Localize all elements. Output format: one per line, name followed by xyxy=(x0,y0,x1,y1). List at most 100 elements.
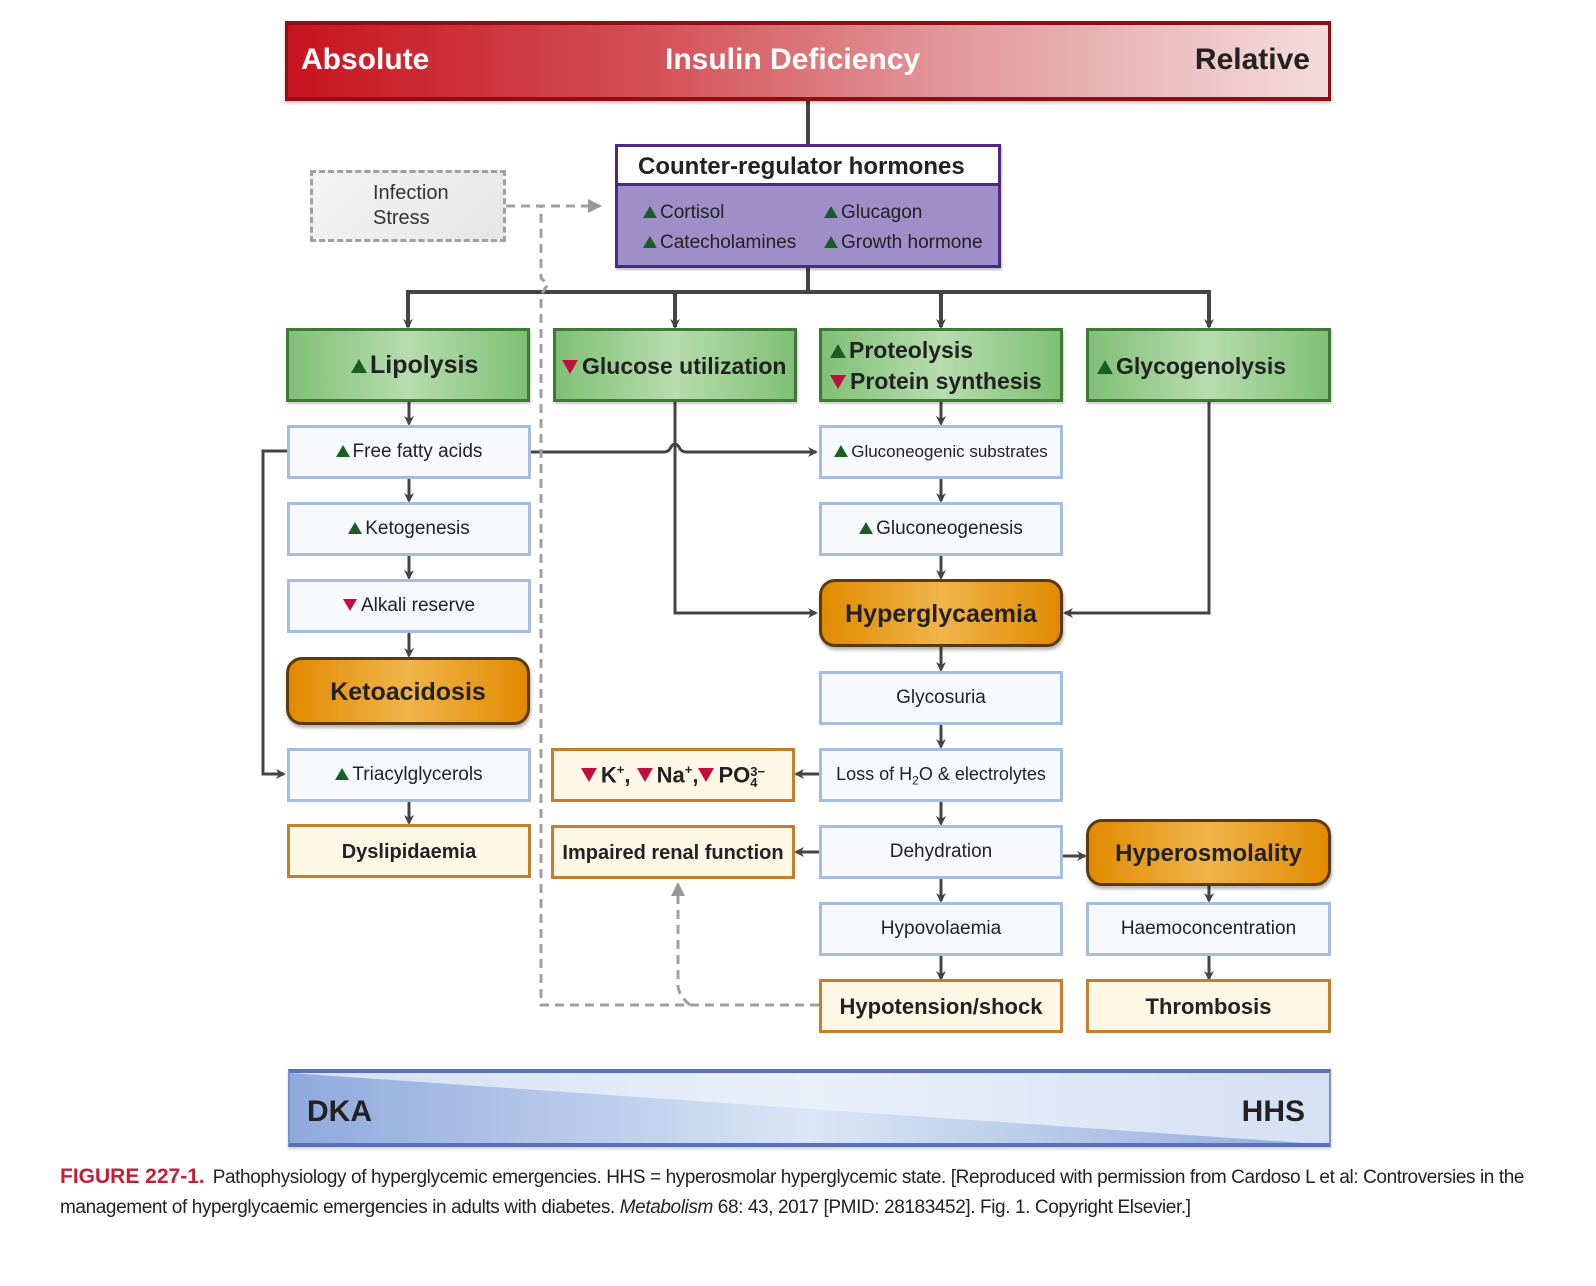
relative-label: Relative xyxy=(1194,43,1310,76)
hhs-label: HHS xyxy=(1241,1095,1305,1128)
hypovolaemia-label: Hypovolaemia xyxy=(880,918,1002,939)
stress-label: Stress xyxy=(373,207,430,229)
hypotension-shock-label: Hypotension/shock xyxy=(839,994,1043,1019)
infection-stress-box: Infection Stress xyxy=(310,170,506,242)
dehydration-label: Dehydration xyxy=(889,841,993,862)
up-arrow-icon xyxy=(824,236,838,248)
up-arrow-icon xyxy=(643,206,657,218)
hypovolaemia-box: Hypovolaemia xyxy=(819,902,1063,956)
thrombosis-label: Thrombosis xyxy=(1145,994,1272,1019)
glycogenolysis-box: Glycogenolysis xyxy=(1086,328,1331,402)
glycogenolysis-label: Glycogenolysis xyxy=(1116,353,1287,379)
up-arrow-icon xyxy=(348,522,363,534)
ketogenesis-label: Ketogenesis xyxy=(365,518,470,539)
up-arrow-icon xyxy=(351,359,367,373)
dka-label: DKA xyxy=(307,1095,372,1128)
down-arrow-icon xyxy=(342,599,357,611)
gluconeogenic-substrates-label: Gluconeogenic substrates xyxy=(851,442,1048,461)
hormone-cortisol: Cortisol xyxy=(643,202,724,224)
insulin-deficiency-bar: Absolute Insulin Deficiency Relative xyxy=(285,21,1331,101)
ketoacidosis-box: Ketoacidosis xyxy=(286,657,530,725)
sodium-charge: + xyxy=(684,762,693,777)
up-arrow-icon xyxy=(834,445,849,457)
arrow-glucose-hyperglycaemia xyxy=(673,401,818,618)
absolute-label: Absolute xyxy=(301,43,430,76)
dehydration-box: Dehydration xyxy=(819,825,1063,879)
triacylglycerols-label: Triacylglycerols xyxy=(352,764,483,785)
thrombosis-box: Thrombosis xyxy=(1086,979,1331,1033)
haemoconcentration-box: Haemoconcentration xyxy=(1086,902,1331,956)
potassium-label: K xyxy=(600,762,617,788)
hypotension-shock-box: Hypotension/shock xyxy=(819,979,1063,1033)
insulin-deficiency-label: Insulin Deficiency xyxy=(665,43,921,76)
arrow-ffa-tag xyxy=(261,449,288,779)
gluconeogenesis-label: Gluconeogenesis xyxy=(876,518,1023,539)
separator: , xyxy=(692,762,699,788)
free-fatty-acids-label: Free fatty acids xyxy=(352,441,483,462)
counter-regulator-hormones-box: Counter-regulator hormones Cortisol Gluc… xyxy=(615,144,1001,268)
hyperosmolality-box: Hyperosmolality xyxy=(1086,819,1331,886)
gluconeogenic-substrates-box: Gluconeogenic substrates xyxy=(819,425,1063,479)
down-arrow-icon xyxy=(636,768,653,783)
free-fatty-acids-box: Free fatty acids xyxy=(287,425,531,479)
down-arrow-icon xyxy=(580,768,597,783)
triacylglycerols-box: Triacylglycerols xyxy=(287,748,531,802)
ketoacidosis-label: Ketoacidosis xyxy=(330,678,486,706)
separator: , xyxy=(624,762,631,788)
loss-water-electrolytes-box: Loss of H2O & electrolytes xyxy=(819,748,1063,802)
dashed-hypotension-renal xyxy=(671,882,691,1007)
loss-label-suffix: O & electrolytes xyxy=(918,764,1046,784)
hyperglycaemia-box: Hyperglycaemia xyxy=(819,579,1063,647)
up-arrow-icon xyxy=(830,344,846,358)
wire-bus xyxy=(406,290,1211,318)
phosphate-charge: 3−4 xyxy=(750,763,766,790)
loss-label-subscript: 2 xyxy=(912,773,919,788)
up-arrow-icon xyxy=(335,768,350,780)
caption-journal: Metabolism xyxy=(619,1197,714,1218)
impaired-renal-function-label: Impaired renal function xyxy=(562,842,784,864)
caption-text-2: 68: 43, 2017 [PMID: 28183452]. Fig. 1. C… xyxy=(712,1197,1191,1218)
hormone-growth-hormone: Growth hormone xyxy=(824,232,983,254)
down-arrow-icon xyxy=(562,360,578,374)
alkali-reserve-label: Alkali reserve xyxy=(360,595,476,616)
dyslipidaemia-label: Dyslipidaemia xyxy=(341,841,477,863)
potassium-charge: + xyxy=(616,762,625,777)
hormone-catecholamines: Catecholamines xyxy=(643,232,796,254)
figure-number: FIGURE 227-1. xyxy=(60,1165,205,1188)
dashed-hypotension-feedback xyxy=(539,206,819,1007)
arrow-ffa-gluconeo-substrates xyxy=(530,442,818,457)
hormone-glucagon: Glucagon xyxy=(824,202,922,224)
up-arrow-icon xyxy=(824,206,838,218)
glycosuria-label: Glycosuria xyxy=(896,687,986,708)
caption-text-1: Pathophysiology of hyperglycemic emergen… xyxy=(60,1167,1525,1218)
glucose-utilization-box: Glucose utilization xyxy=(553,328,797,402)
protein-synthesis-label: Protein synthesis xyxy=(850,368,1042,394)
infection-label: Infection xyxy=(373,182,449,204)
lipolysis-label: Lipolysis xyxy=(370,351,479,379)
sodium-label: Na xyxy=(656,762,685,788)
up-arrow-icon xyxy=(859,522,874,534)
spectrum-wedge xyxy=(290,1073,1329,1143)
spectrum-wedge-shape xyxy=(290,1073,1329,1143)
ketogenesis-box: Ketogenesis xyxy=(287,502,531,556)
down-arrow-icon xyxy=(830,375,846,389)
arrow-glycogenolysis-hyperglycaemia xyxy=(1063,401,1211,618)
glucose-utilization-label: Glucose utilization xyxy=(582,353,787,379)
phosphate-label: PO xyxy=(718,762,751,788)
glycosuria-box: Glycosuria xyxy=(819,671,1063,725)
up-arrow-icon xyxy=(335,445,350,457)
proteolysis-label: Proteolysis xyxy=(849,337,973,363)
gluconeogenesis-box: Gluconeogenesis xyxy=(819,502,1063,556)
dka-hhs-spectrum-bar: DKA HHS xyxy=(288,1069,1331,1147)
loss-label-prefix: Loss of H xyxy=(836,764,913,784)
alkali-reserve-box: Alkali reserve xyxy=(287,579,531,633)
haemoconcentration-label: Haemoconcentration xyxy=(1120,918,1297,939)
dyslipidaemia-box: Dyslipidaemia xyxy=(287,824,531,878)
hyperglycaemia-label: Hyperglycaemia xyxy=(845,600,1037,628)
lipolysis-box: Lipolysis xyxy=(286,328,530,402)
up-arrow-icon xyxy=(643,236,657,248)
figure-caption: FIGURE 227-1.Pathophysiology of hypergly… xyxy=(60,1162,1540,1223)
hyperosmolality-label: Hyperosmolality xyxy=(1115,840,1302,867)
proteolysis-box: Proteolysis Protein synthesis xyxy=(819,328,1063,402)
